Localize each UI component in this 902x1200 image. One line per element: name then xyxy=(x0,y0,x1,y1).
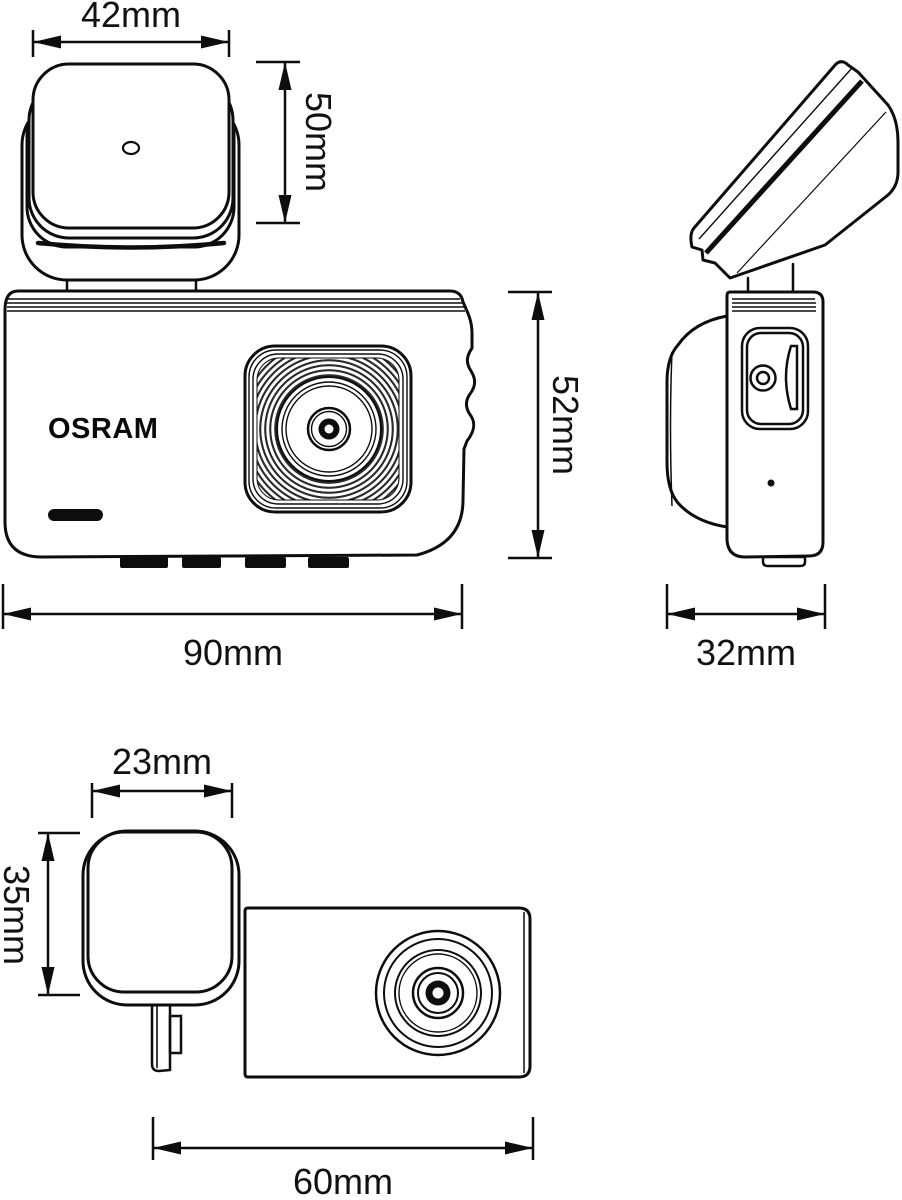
mount-hole xyxy=(121,140,141,156)
lens-barrel-side xyxy=(665,314,728,529)
dimension-mount-top-width: 23mm xyxy=(90,741,234,818)
bottom-button xyxy=(182,557,221,568)
dim-label-50mm: 50mm xyxy=(298,92,339,192)
dim-label-52mm: 52mm xyxy=(545,375,586,475)
side-panel xyxy=(740,326,810,431)
mount-top-face xyxy=(86,830,234,994)
lens-inner-ring xyxy=(306,406,352,452)
mount-side-seam xyxy=(704,79,864,255)
dimension-side-depth: 32mm xyxy=(665,584,827,673)
lens-bezel-ring xyxy=(252,353,404,505)
lens-ring xyxy=(285,385,373,473)
dimension-mount-height: 50mm xyxy=(256,60,339,225)
mount-edge-highlight xyxy=(736,111,887,274)
mount-clip-tab xyxy=(168,1014,183,1055)
bottom-button xyxy=(245,557,286,568)
lens-top-pupil-highlight xyxy=(432,987,444,999)
lens-top-inner-ring xyxy=(411,966,465,1020)
lens-front xyxy=(243,344,413,514)
camera-body-side xyxy=(665,290,825,568)
lens-inner-ring xyxy=(310,410,348,448)
mount-front xyxy=(20,62,241,293)
dim-label-60mm: 60mm xyxy=(293,1161,393,1200)
bottom-button xyxy=(120,557,168,568)
sd-card-slot xyxy=(784,344,799,411)
camera-body-top xyxy=(243,906,532,1079)
panel-outer xyxy=(740,326,810,431)
mount-clip xyxy=(150,1003,172,1073)
dim-label-32mm: 32mm xyxy=(696,632,796,673)
mount-screw-center xyxy=(755,370,771,386)
lens-top-ring xyxy=(398,953,478,1033)
lens-barrel-rim xyxy=(669,351,673,507)
mount-side-silhouette xyxy=(689,60,900,280)
bottom-button xyxy=(308,557,349,568)
mount-top xyxy=(81,829,241,1073)
mount-neck-front xyxy=(65,279,198,293)
lens-ring xyxy=(281,381,377,477)
dimension-mount-width: 42mm xyxy=(31,0,231,57)
reset-hole xyxy=(767,479,775,487)
mount-seam xyxy=(35,240,227,250)
dimension-body-height: 52mm xyxy=(508,290,586,560)
panel-inner xyxy=(745,331,805,426)
dim-label-42mm: 42mm xyxy=(81,0,181,35)
brand-logo-text: OSRAM xyxy=(48,413,158,445)
dim-label-90mm: 90mm xyxy=(183,632,283,673)
dimension-mount-top-depth: 35mm xyxy=(0,831,80,997)
dimension-body-top-length: 60mm xyxy=(151,1117,535,1200)
side-view: 32mm xyxy=(665,60,900,673)
mount-pad-line xyxy=(698,67,853,240)
dimension-body-width: 90mm xyxy=(1,584,464,673)
lens-top-inner-ring xyxy=(417,972,459,1014)
bottom-tab-side xyxy=(761,555,807,568)
front-view: OSRAM xyxy=(1,0,586,673)
top-view: 23mm 35mm 60mm xyxy=(0,741,535,1200)
camera-body-front: OSRAM xyxy=(3,289,477,568)
lens-top-ring xyxy=(394,949,482,1037)
mount-neck-side xyxy=(746,262,795,293)
dim-label-23mm: 23mm xyxy=(112,741,212,782)
dim-label-35mm: 35mm xyxy=(0,865,37,965)
led-indicator-bar xyxy=(48,509,103,521)
lens-top-ring xyxy=(383,938,493,1048)
mount-side xyxy=(689,60,900,293)
lens-pupil-highlight xyxy=(324,424,334,434)
lens-top xyxy=(374,929,502,1057)
lens-bezel-ring xyxy=(248,349,408,509)
